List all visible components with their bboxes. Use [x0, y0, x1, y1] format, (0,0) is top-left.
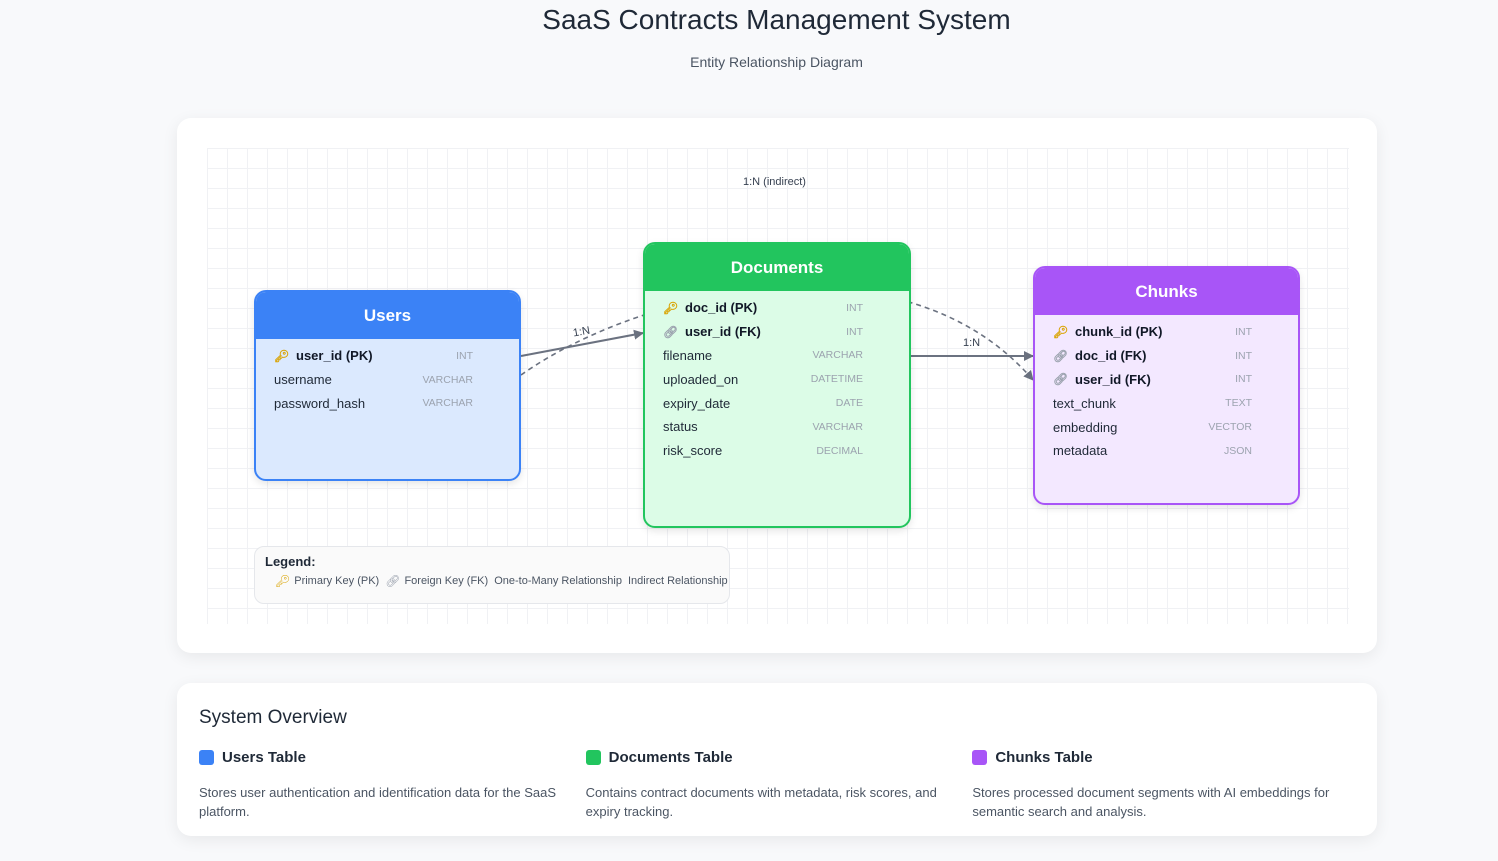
overview-users-description: Stores user authentication and identific…	[199, 785, 557, 819]
field-user-id: 🔑︎ user_id (PK) INT	[256, 344, 519, 368]
page-title: SaaS Contracts Management System	[542, 4, 1011, 35]
field-name: doc_id (PK)	[685, 300, 758, 316]
overview-chunks-description: Stores processed document segments with …	[972, 785, 1330, 819]
field-type: INT	[1235, 349, 1252, 362]
link-icon: 🔗︎	[385, 574, 401, 588]
legend: Legend: 🔑︎ Primary Key (PK) 🔗︎ Foreign K…	[254, 546, 730, 604]
field-user-id-fk: 🔗︎ user_id (FK) INT	[645, 320, 909, 344]
field-name: risk_score	[663, 443, 723, 459]
field-username: username VARCHAR	[256, 368, 519, 392]
field-user-id-fk: 🔗︎ user_id (FK) INT	[1035, 368, 1298, 392]
link-icon: 🔗︎	[1053, 372, 1069, 387]
field-type: INT	[846, 301, 863, 314]
field-uploaded-on: uploaded_on DATETIME	[645, 367, 909, 391]
field-name: expiry_date	[663, 395, 731, 411]
field-metadata: metadata JSON	[1035, 439, 1298, 463]
overview-documents-title: Documents Table	[608, 749, 733, 766]
system-overview-title: System Overview	[199, 707, 347, 728]
overview-chunks: Chunks Table Stores processed document s…	[972, 749, 1359, 821]
field-name: filename	[663, 347, 713, 363]
field-embedding: embedding VECTOR	[1035, 415, 1298, 439]
field-name: metadata	[1053, 443, 1108, 459]
field-type: DECIMAL	[816, 444, 863, 457]
entity-users-title: Users	[256, 292, 519, 339]
page-subtitle: Entity Relationship Diagram	[690, 54, 863, 70]
field-name: doc_id (FK)	[1075, 348, 1147, 364]
field-type: VARCHAR	[812, 349, 863, 362]
field-expiry-date: expiry_date DATE	[645, 391, 909, 415]
field-type: DATETIME	[810, 373, 863, 386]
field-chunk-id: 🔑︎ chunk_id (PK) INT	[1035, 320, 1298, 344]
field-name: uploaded_on	[663, 371, 739, 387]
field-type: VARCHAR	[812, 420, 863, 433]
legend-foreign-key: Foreign Key (FK)	[404, 575, 489, 587]
diagram-card: 1:N 1:N 1:N (indirect) Users 🔑︎user_id (…	[177, 118, 1377, 653]
field-type: INT	[846, 325, 863, 338]
field-name: embedding	[1053, 419, 1118, 435]
field-type: INT	[456, 349, 473, 362]
overview-users: Users Table Stores user authentication a…	[199, 749, 586, 821]
overview-chunks-title: Chunks Table	[995, 749, 1093, 766]
chunks-color-swatch	[972, 750, 988, 765]
legend-indirect: Indirect Relationship	[627, 575, 728, 587]
field-name: user_id (PK)	[296, 348, 373, 364]
field-password-hash: password_hash VARCHAR	[256, 392, 519, 416]
field-name: text_chunk	[1053, 395, 1116, 411]
key-icon: 🔑︎	[663, 300, 679, 315]
users-color-swatch	[199, 750, 214, 765]
field-name: status	[663, 419, 698, 435]
relationship-label-indirect: 1:N (indirect)	[743, 176, 806, 188]
entity-documents-title: Documents	[645, 244, 909, 291]
link-icon: 🔗︎	[663, 324, 679, 339]
key-icon: 🔑︎	[275, 574, 291, 588]
field-doc-id: 🔑︎ doc_id (PK) INT	[645, 296, 909, 320]
field-name: user_id (FK)	[1075, 371, 1151, 387]
field-type: VARCHAR	[422, 397, 473, 410]
overview-users-title: Users Table	[222, 749, 306, 766]
field-type: TEXT	[1225, 397, 1252, 410]
key-icon: 🔑︎	[1053, 324, 1069, 339]
field-type: VARCHAR	[422, 373, 473, 386]
legend-title: Legend:	[265, 554, 316, 569]
documents-color-swatch	[585, 750, 601, 765]
field-doc-id-fk: 🔗︎ doc_id (FK) INT	[1035, 344, 1298, 368]
field-filename: filename VARCHAR	[645, 344, 909, 368]
field-name: username	[274, 372, 332, 388]
entity-chunks[interactable]: Chunks 🔑︎ chunk_id (PK) INT 🔗︎ doc_id (FK)…	[1033, 266, 1300, 505]
field-text-chunk: text_chunk TEXT	[1035, 391, 1298, 415]
legend-one-to-many: One-to-Many Relationship	[494, 575, 622, 587]
legend-primary-key: Primary Key (PK)	[294, 575, 380, 587]
entity-documents[interactable]: Documents 🔑︎ doc_id (PK) INT 🔗︎ user_id (F…	[643, 242, 911, 528]
field-risk-score: risk_score DECIMAL	[645, 439, 909, 463]
legend-items: 🔑︎ Primary Key (PK) 🔗︎ Foreign Key (FK) …	[265, 574, 728, 588]
relationship-label-documents-chunks: 1:N	[963, 337, 981, 349]
system-overview-card: System Overview Users Table Stores user …	[177, 683, 1377, 836]
field-type: VECTOR	[1208, 421, 1252, 434]
field-type: INT	[1235, 325, 1252, 338]
field-status: status VARCHAR	[645, 415, 909, 439]
entity-users[interactable]: Users 🔑︎ user_id (PK) INT username VARCHA…	[254, 290, 521, 481]
overview-documents: Documents Table Contains contract docume…	[585, 749, 973, 821]
field-type: JSON	[1223, 444, 1252, 457]
overview-documents-description: Contains contract documents with metadat…	[585, 785, 937, 819]
users-documents-line	[520, 329, 644, 357]
field-name: password_hash	[274, 395, 366, 411]
field-name: user_id (FK)	[685, 324, 761, 340]
field-type: INT	[1235, 373, 1252, 386]
link-icon: 🔗︎	[1053, 348, 1069, 363]
entity-chunks-title: Chunks	[1035, 268, 1298, 315]
field-name: chunk_id (PK)	[1075, 324, 1163, 340]
key-icon: 🔑︎	[274, 348, 290, 363]
field-type: DATE	[835, 397, 863, 410]
